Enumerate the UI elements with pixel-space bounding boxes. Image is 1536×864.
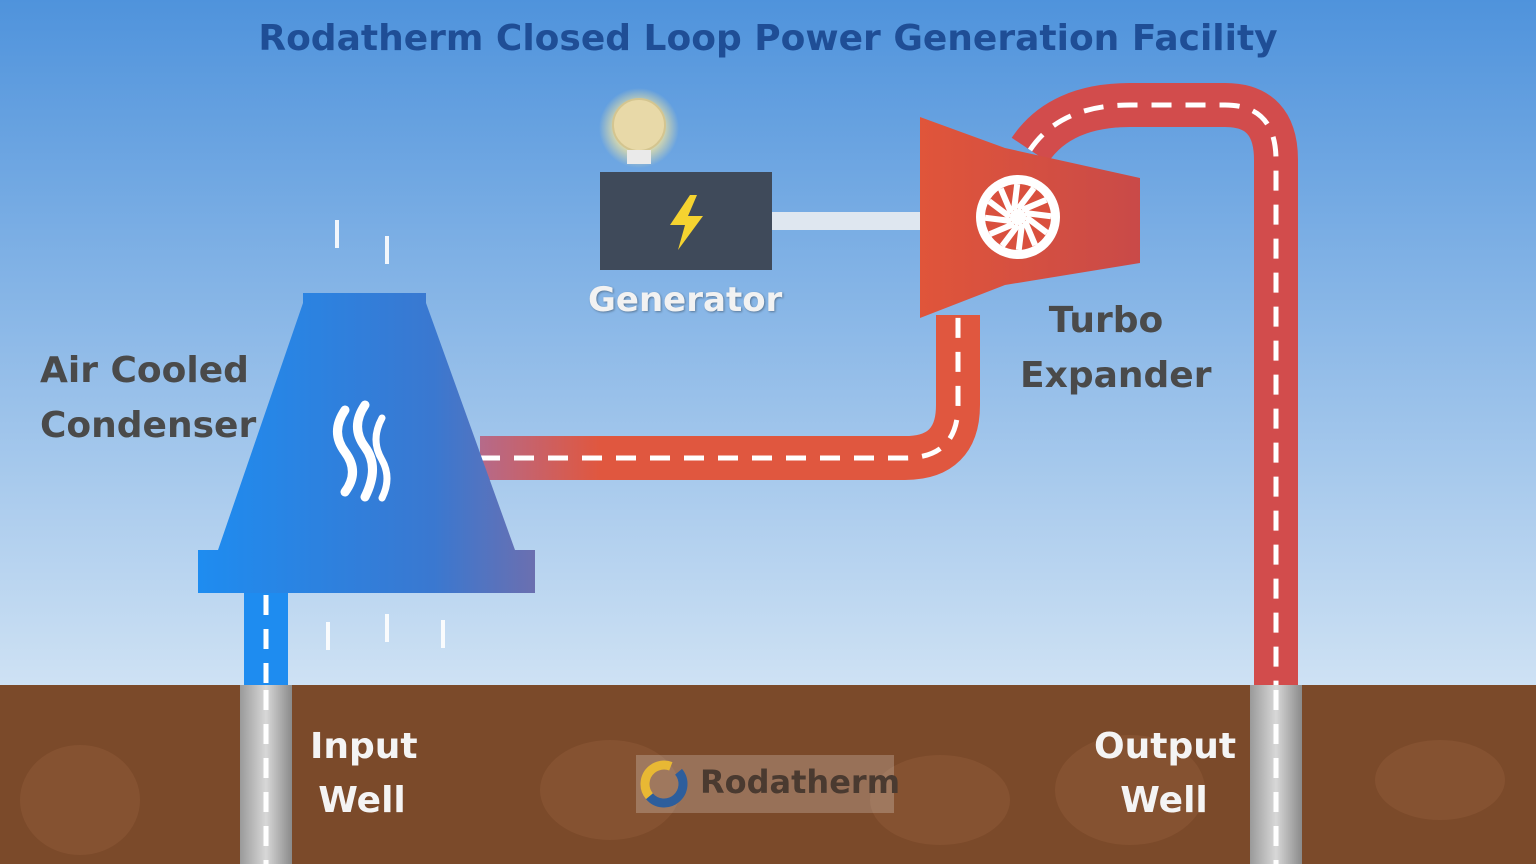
generator-label: Generator [588, 280, 783, 320]
turbine-blade [1024, 214, 1049, 236]
return-pipe [480, 315, 980, 480]
turbine-blade [987, 198, 1012, 220]
condenser-label-line-2: Condenser [40, 405, 257, 446]
turbine-blade [999, 223, 1021, 248]
output-well-label-line-1: Output [1094, 726, 1237, 767]
ground-rocks [20, 735, 1505, 855]
turbine-blade [1022, 219, 1038, 247]
rodatherm-logo-text: Rodatherm [700, 763, 901, 801]
output-well-label-line-2: Well [1120, 780, 1208, 821]
input-well-label-line-1: Input [310, 726, 418, 767]
air-cooled-condenser [198, 220, 535, 650]
output-well-casing [1250, 685, 1302, 864]
lightning-bolt-icon [670, 195, 703, 250]
heat-waves-icon [333, 400, 391, 502]
airflow-marks [326, 220, 445, 650]
turbine-blade [1015, 186, 1037, 211]
condenser-label-line-1: Air Cooled [40, 350, 249, 391]
turbine-wheel-icon [976, 175, 1060, 259]
turbine-blade [1024, 210, 1052, 220]
turbine-blade [1020, 197, 1048, 213]
turbo-expander [920, 117, 1140, 318]
turbine-blade [1015, 223, 1025, 251]
rodatherm-logo [636, 755, 894, 813]
turbo-expander-label-line-2: Expander [1020, 355, 1212, 396]
output-pipe [1011, 83, 1298, 690]
turbine-blade [1011, 183, 1021, 211]
input-well-casing [240, 685, 292, 864]
light-bulb-icon [599, 88, 679, 168]
turbine-blade [998, 187, 1014, 215]
input-pipe [244, 592, 288, 688]
generator [599, 88, 925, 270]
input-well-label-line-2: Well [318, 780, 406, 821]
turbo-expander-label-line-1: Turbo [1048, 300, 1164, 341]
turbine-blade [984, 214, 1012, 224]
turbine-blade [988, 221, 1016, 237]
rodatherm-ring-logo [640, 760, 688, 808]
diagram-title: Rodatherm Closed Loop Power Generation F… [258, 18, 1278, 59]
generator-shaft [770, 212, 925, 230]
